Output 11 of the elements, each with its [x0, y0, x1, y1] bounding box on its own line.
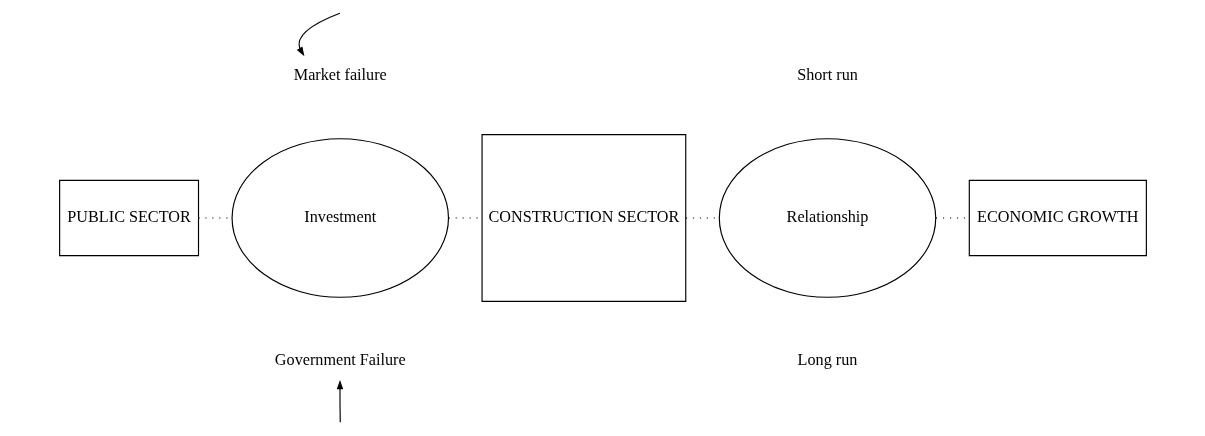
label: Short run [796, 65, 858, 84]
node-ellipse: Investment [231, 138, 449, 298]
arrow [336, 379, 343, 423]
node-box: CONSTRUCTION SECTOR [481, 134, 686, 302]
node-text: Market failure [293, 65, 387, 84]
label: Long run [797, 350, 857, 369]
node-text: Government Failure [274, 350, 406, 369]
arrow [296, 12, 340, 57]
node-ellipse: Relationship [718, 138, 936, 298]
node-box: PUBLIC SECTOR [58, 179, 199, 257]
node-box: ECONOMIC GROWTH [968, 179, 1147, 257]
